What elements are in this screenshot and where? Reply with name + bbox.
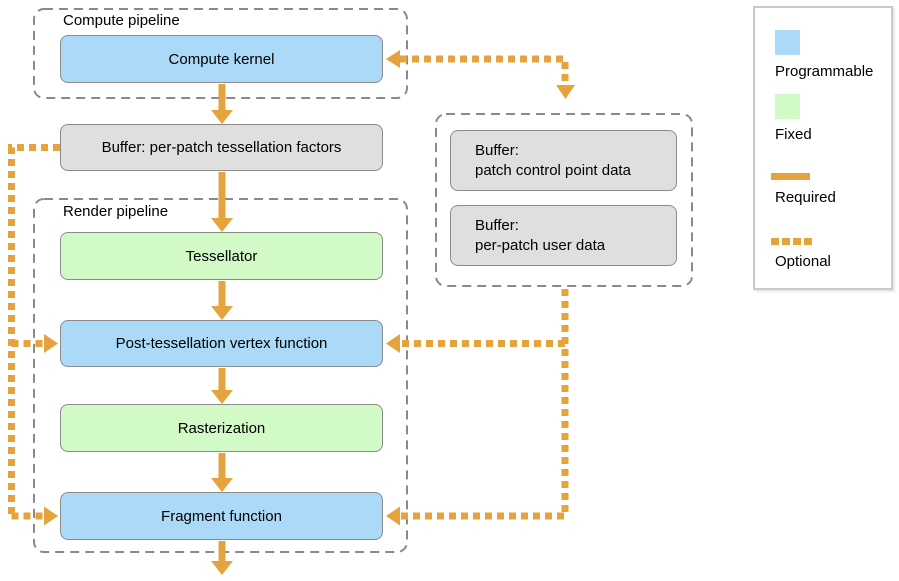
buffer-label-line1: Buffer: xyxy=(475,141,519,159)
arrow-compute-kernel-to-tess-factors-buffer xyxy=(211,84,233,124)
arrow-post-tess-vertex-to-rasterization xyxy=(211,368,233,404)
arrowhead-left-into-fragment-function xyxy=(44,506,58,526)
node-buffer-per-patch-tessellation-factors: Buffer: per-patch tessellation factors xyxy=(60,124,383,171)
node-post-tessellation-vertex-function: Post-tessellation vertex function xyxy=(60,320,383,367)
optional-buffers-to-compute-kernel xyxy=(400,55,569,85)
arrow-tess-factors-buffer-to-tessellator xyxy=(211,172,233,232)
arrowhead-into-compute-kernel xyxy=(386,50,400,68)
node-rasterization: Rasterization xyxy=(60,404,383,452)
legend-programmable-label: Programmable xyxy=(775,63,874,80)
arrowhead-into-patch-buffers-group xyxy=(556,85,575,99)
legend-fixed-label: Fixed xyxy=(775,126,812,143)
optional-left-rail xyxy=(8,144,60,516)
arrowhead-right-into-fragment-function xyxy=(386,506,400,526)
render-pipeline-group-label: Render pipeline xyxy=(63,203,169,220)
legend-required-line xyxy=(771,173,810,180)
legend-required-label: Required xyxy=(775,189,836,206)
legend-optional-label: Optional xyxy=(775,253,831,270)
optional-right-rail-to-fragment-function xyxy=(400,289,569,520)
node-fragment-function: Fragment function xyxy=(60,492,383,540)
node-buffer-per-patch-user-data: Buffer: per-patch user data xyxy=(450,205,677,266)
legend: Programmable Fixed Required Optional xyxy=(753,6,893,290)
arrowhead-left-into-post-tess-vertex xyxy=(44,334,58,353)
arrowhead-right-into-post-tess-vertex xyxy=(386,334,400,353)
buffer-label-line1: Buffer: xyxy=(475,216,519,234)
buffer-label-line2: patch control point data xyxy=(475,161,631,179)
node-buffer-patch-control-point-data: Buffer: patch control point data xyxy=(450,130,677,191)
arrow-rasterization-to-fragment-function xyxy=(211,453,233,492)
arrow-fragment-function-output xyxy=(211,541,233,575)
arrow-tessellator-to-post-tess-vertex xyxy=(211,281,233,320)
node-compute-kernel: Compute kernel xyxy=(60,35,383,83)
buffer-label-line2: per-patch user data xyxy=(475,236,606,254)
legend-optional-line xyxy=(771,238,812,245)
legend-programmable-swatch xyxy=(775,30,800,55)
compute-pipeline-group-label: Compute pipeline xyxy=(63,12,180,29)
node-tessellator: Tessellator xyxy=(60,232,383,280)
legend-fixed-swatch xyxy=(775,94,800,119)
